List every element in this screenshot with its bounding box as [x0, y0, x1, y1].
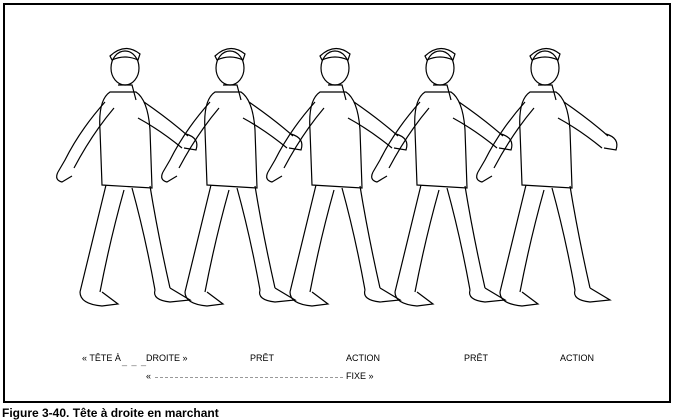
label-action-1: ACTION — [346, 353, 381, 363]
figure-caption: Figure 3-40. Tête à droite en marchant — [2, 406, 219, 420]
soldier-figure — [371, 47, 513, 307]
label-pret-1: PRÊT — [250, 353, 275, 363]
soldier-figure — [56, 47, 198, 307]
figure-frame — [3, 3, 671, 403]
soldier-figure — [476, 47, 618, 307]
soldier-figure — [161, 47, 303, 307]
label-pret-2: PRÊT — [464, 353, 489, 363]
dashed-line — [155, 377, 343, 378]
label-tete-a: « TÊTE À — [82, 353, 121, 363]
marching-soldiers-illustration — [56, 47, 618, 307]
label-open-quote: « — [146, 371, 152, 381]
label-fixe: FIXE » — [346, 371, 374, 381]
label-action-2: ACTION — [560, 353, 595, 363]
label-droite: DROITE » — [146, 353, 188, 363]
soldier-figure — [266, 47, 408, 307]
